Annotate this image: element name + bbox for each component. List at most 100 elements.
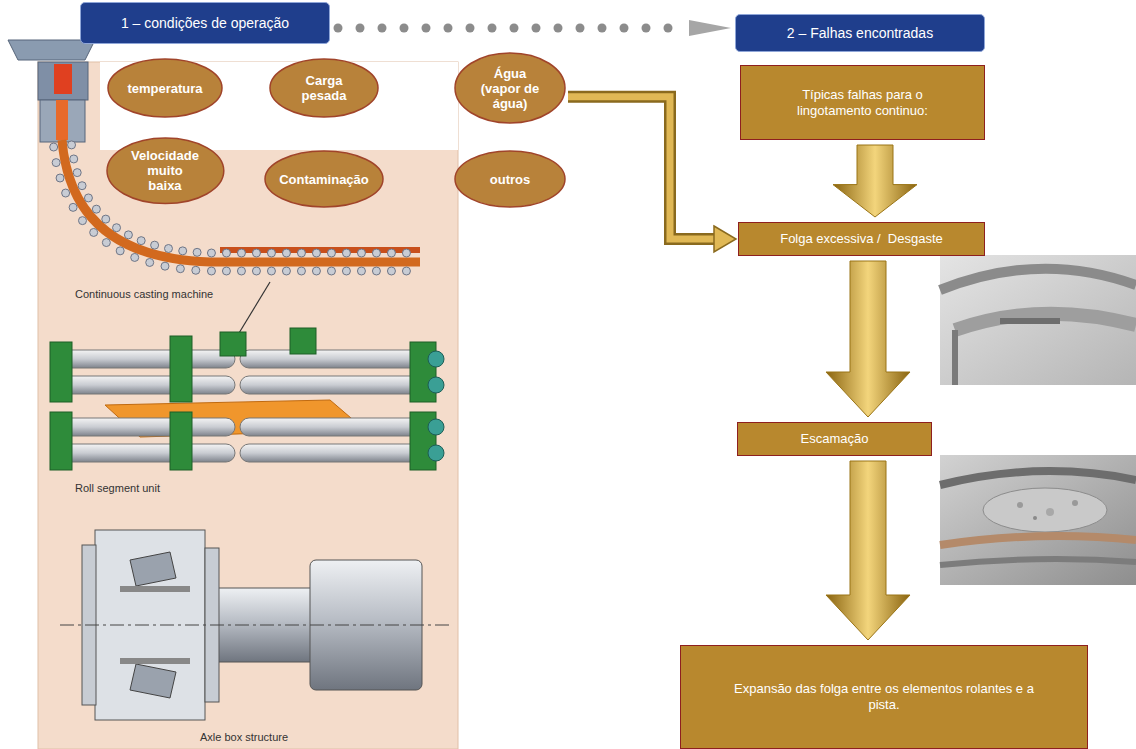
header-text: 1 – condições de operação xyxy=(121,15,289,31)
roller xyxy=(342,267,350,275)
text-group: Expansão das folga entre os elementos ro… xyxy=(731,681,1037,713)
roller xyxy=(92,205,100,213)
bearing-photo xyxy=(952,330,958,385)
roller xyxy=(193,248,201,256)
roller xyxy=(176,265,184,273)
bearing-photo xyxy=(1046,508,1054,516)
roller xyxy=(372,267,380,275)
roller xyxy=(124,231,132,239)
axle-box xyxy=(130,664,176,698)
roll-segment xyxy=(170,412,192,470)
roll-segment xyxy=(50,412,72,470)
roll-segment xyxy=(50,328,444,470)
dot xyxy=(378,24,387,33)
roll-segment xyxy=(240,350,435,368)
condition-text: Contaminação xyxy=(279,172,369,187)
axle-box xyxy=(60,625,450,626)
bearing-photo xyxy=(940,255,1136,385)
failure-text: Folga excessiva / Desgaste xyxy=(780,231,943,247)
figure-caption: Axle box structure xyxy=(200,731,288,743)
flow-arrow xyxy=(826,461,910,640)
failure-box: Expansão das folga entre os elementos ro… xyxy=(680,645,1088,749)
roller xyxy=(237,267,245,275)
roll-segment xyxy=(410,342,436,402)
roller xyxy=(68,141,76,149)
bearing-photo xyxy=(940,255,1136,585)
roll-segment xyxy=(428,351,444,367)
roller xyxy=(62,189,70,197)
roller xyxy=(387,267,395,275)
bearing-photo xyxy=(983,488,1107,532)
roller xyxy=(237,249,245,257)
roll-segment xyxy=(428,419,444,435)
roll-segment xyxy=(55,444,235,462)
arrow-head xyxy=(714,226,736,252)
arrow-head xyxy=(689,20,731,36)
condition-ellipse: Água (vapor de água) xyxy=(454,52,566,124)
panel-ground xyxy=(38,62,458,749)
roll-segment xyxy=(220,332,246,356)
roller xyxy=(146,258,154,266)
text-group: outros xyxy=(490,172,530,187)
roller xyxy=(113,224,121,232)
casting-machine xyxy=(236,282,270,338)
bearing-photo xyxy=(940,471,1136,485)
roller xyxy=(252,267,260,275)
header-text: 2 – Falhas encontradas xyxy=(787,25,933,41)
roller xyxy=(357,267,365,275)
roll-segment xyxy=(55,350,235,368)
failure-text: Escamação xyxy=(801,431,869,447)
condition-text: Carga pesada xyxy=(294,73,354,103)
section-header: 2 – Falhas encontradas xyxy=(735,14,985,52)
dot xyxy=(422,24,431,33)
figure-caption: Continuous casting machine xyxy=(75,288,213,300)
flow-arrow xyxy=(826,261,910,417)
roller xyxy=(402,249,410,257)
roller xyxy=(222,267,230,275)
roll-segment xyxy=(50,342,72,402)
dot xyxy=(334,24,343,33)
condition-text: Velocidade muito baixa xyxy=(130,148,200,193)
ellipse-outline xyxy=(108,59,222,117)
roller xyxy=(52,159,60,167)
roller xyxy=(179,247,187,255)
roller xyxy=(312,267,320,275)
casting-machine xyxy=(38,62,88,100)
dot xyxy=(444,24,453,33)
condition-text: temperatura xyxy=(127,81,202,96)
roller xyxy=(137,237,145,245)
roller xyxy=(50,141,411,275)
dot xyxy=(488,24,497,33)
casting-machine xyxy=(54,64,72,94)
text-group: Típicas falhas para o lingotamento conti… xyxy=(777,87,948,119)
text-group: Velocidade muito baixa xyxy=(130,148,200,193)
roll-segment xyxy=(428,445,444,461)
block-arrow xyxy=(833,145,917,217)
roller xyxy=(50,143,58,151)
roller xyxy=(70,155,78,163)
text-group: Escamação xyxy=(801,431,869,447)
roller xyxy=(164,245,172,253)
text-group: 1 – condições de operação xyxy=(121,15,289,31)
bearing-photo xyxy=(940,536,1136,545)
roller xyxy=(267,249,275,257)
roller xyxy=(73,169,81,177)
text-group: temperatura xyxy=(127,81,202,96)
dot xyxy=(554,24,563,33)
text-group: Folga excessiva / Desgaste xyxy=(780,231,943,247)
roller xyxy=(207,267,215,275)
roller xyxy=(297,267,305,275)
roller xyxy=(69,203,77,211)
condition-ellipse: temperatura xyxy=(107,58,223,118)
text-group: Carga pesada xyxy=(294,73,354,103)
roller xyxy=(90,228,98,236)
bearing-photo xyxy=(940,455,1136,585)
roller xyxy=(207,249,215,257)
dot xyxy=(576,24,585,33)
axle-box xyxy=(130,552,176,586)
dot xyxy=(532,24,541,33)
axle-box xyxy=(120,658,190,664)
failure-box: Folga excessiva / Desgaste xyxy=(738,222,985,256)
bearing-photo xyxy=(1033,516,1037,520)
condition-ellipse: Contaminação xyxy=(264,150,384,208)
